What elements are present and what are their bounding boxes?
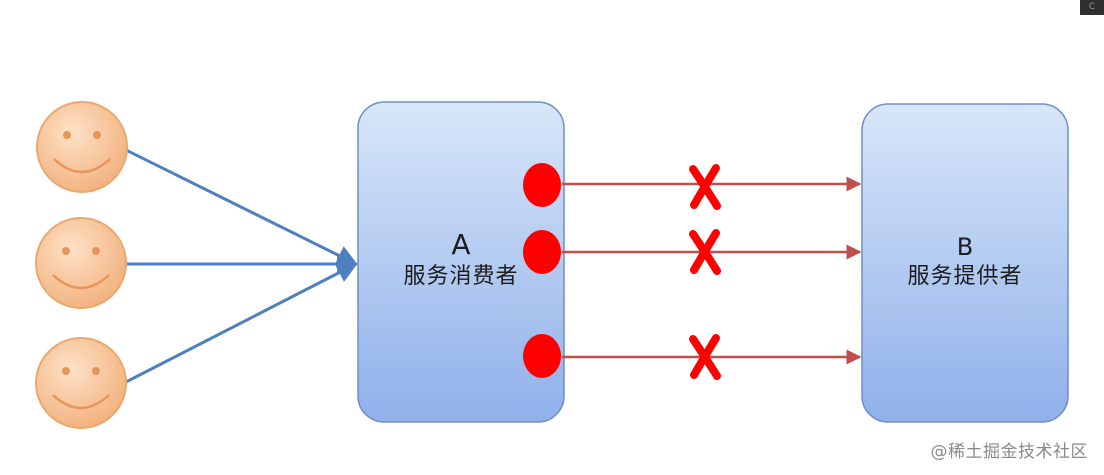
service-b-letter: B xyxy=(956,233,974,261)
user-arrows xyxy=(125,148,359,384)
service-b-box xyxy=(861,103,1069,423)
red-cross-icon xyxy=(689,229,721,275)
smiley-face-icon xyxy=(35,337,127,429)
smiley-face-icon xyxy=(36,101,128,193)
service-a-role: 服务消费者 xyxy=(403,264,519,289)
user-arrow-1 xyxy=(125,148,358,266)
call-arrows xyxy=(562,176,862,365)
port-dot xyxy=(523,163,561,207)
service-a-box xyxy=(357,101,565,423)
corner-tag: C xyxy=(1080,0,1104,15)
smiley-face-icon xyxy=(35,217,127,309)
users xyxy=(35,101,128,429)
fail-marks xyxy=(689,164,721,380)
red-cross-icon xyxy=(689,334,721,380)
ports xyxy=(523,163,561,378)
service-b-label: B 服务提供者 xyxy=(862,232,1068,292)
service-b-role: 服务提供者 xyxy=(907,264,1023,289)
service-a-label: A 服务消费者 xyxy=(358,228,564,292)
port-dot xyxy=(523,230,561,274)
port-dot xyxy=(523,334,561,378)
watermark: @稀土掘金技术社区 xyxy=(930,442,1088,462)
user-arrow-3 xyxy=(125,262,358,384)
service-a-letter: A xyxy=(451,228,471,261)
red-cross-icon xyxy=(689,164,721,210)
